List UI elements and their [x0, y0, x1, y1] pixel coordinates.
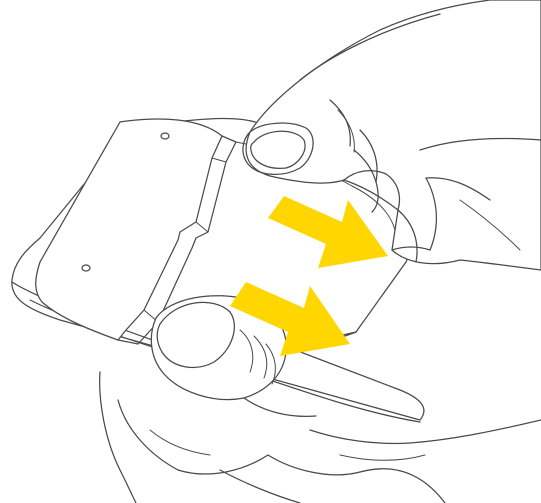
battery-cover-removal-illustration	[0, 0, 541, 503]
illustration-canvas	[0, 0, 541, 503]
